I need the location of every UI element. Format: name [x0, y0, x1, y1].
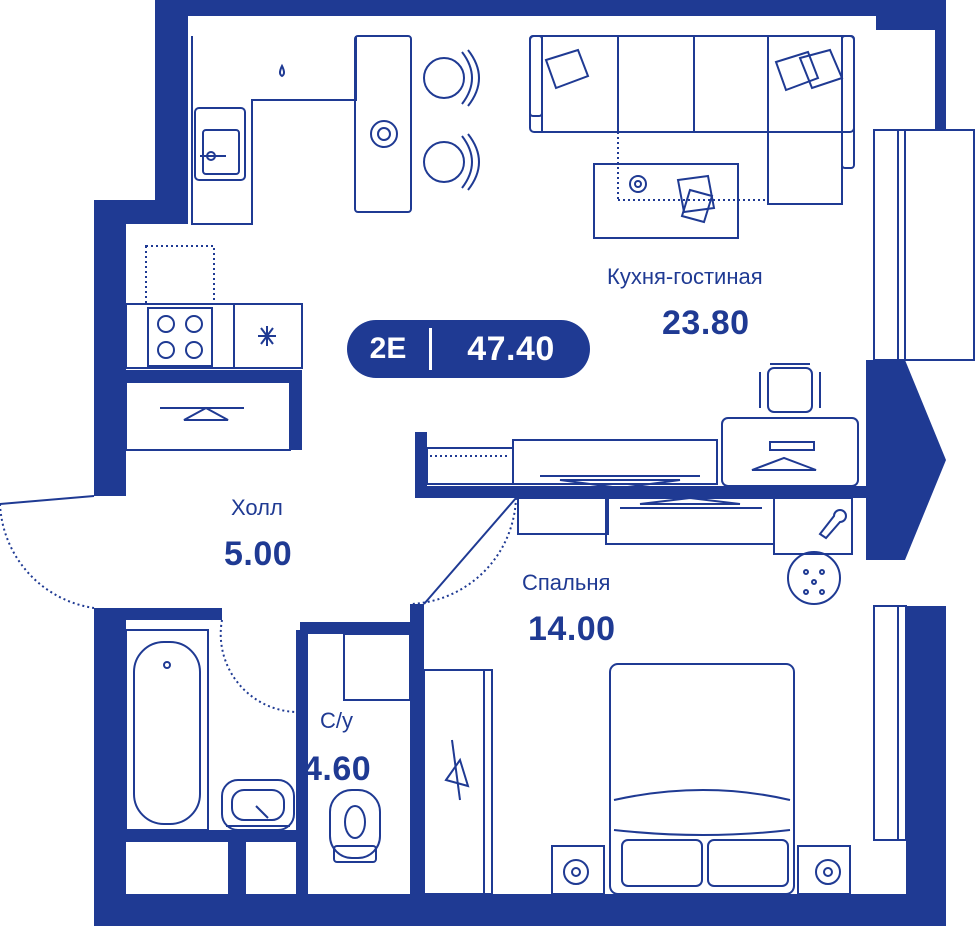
fridge-icon — [258, 326, 276, 346]
bathroom-cabinet — [343, 633, 411, 701]
entrance-door-left — [0, 495, 95, 505]
room-area-bathroom: 4.60 — [303, 750, 372, 788]
wall-corner-bottom-right — [940, 880, 946, 926]
desk-icon — [721, 417, 859, 487]
bed-icon — [551, 663, 851, 895]
wall-bedroom-stub — [415, 432, 427, 498]
entrance-door-right — [423, 497, 517, 605]
wall-hall-wardrobe — [118, 370, 302, 382]
wall-bedroom-top — [415, 486, 866, 498]
stove-icon — [125, 245, 303, 369]
apartment-badge: 2Е 47.40 — [347, 320, 590, 378]
room-name-bedroom: Спальня — [522, 570, 611, 595]
window-top-right — [873, 129, 975, 361]
wall-bath-pillar — [228, 830, 246, 894]
wall-bath-top-left — [118, 608, 222, 620]
apartment-total-area: 47.40 — [467, 329, 555, 368]
sink-icon — [221, 779, 295, 831]
wall-right-lower — [906, 606, 946, 926]
wall-bottom — [94, 894, 946, 926]
room-name-bathroom: С/у — [320, 708, 353, 733]
table-icon — [593, 163, 739, 239]
bar-counter — [354, 35, 412, 213]
wall-wardrobe-right — [290, 370, 302, 450]
badge-divider — [429, 328, 432, 370]
wall-left-mid — [94, 200, 126, 496]
wall-bath-top-right — [300, 622, 422, 634]
wall-left-upper — [155, 0, 188, 200]
tv-icon — [426, 439, 718, 490]
wall-right-top — [935, 0, 946, 130]
room-name-kitchen-living: Кухня-гостиная — [607, 264, 763, 289]
apartment-code: 2Е — [369, 332, 407, 365]
bedroom-desk — [517, 496, 853, 605]
bathtub-icon — [125, 629, 209, 831]
wardrobe-icon — [125, 381, 291, 451]
bedroom-wardrobe — [423, 669, 493, 895]
room-name-hall: Холл — [231, 495, 283, 520]
wall-bath-divider — [126, 830, 302, 842]
wall-bath-inner — [296, 630, 308, 894]
hanger-icon — [183, 406, 229, 421]
window-bottom-right — [873, 605, 907, 841]
chair-icon — [759, 363, 821, 413]
kitchen-counter — [191, 36, 357, 225]
room-area-bedroom: 14.00 — [528, 610, 616, 648]
wall-right-pier — [866, 360, 946, 560]
toilet-icon — [329, 789, 381, 863]
door-swings — [0, 497, 517, 713]
sofa-icon — [529, 35, 855, 205]
room-area-hall: 5.00 — [224, 535, 293, 573]
water-drop-icon — [279, 63, 285, 78]
walls — [94, 0, 946, 926]
wall-left-lower — [94, 608, 126, 926]
room-area-kitchen-living: 23.80 — [662, 304, 750, 342]
wall-top — [155, 0, 946, 36]
bar-stool-icon — [423, 49, 480, 191]
wall-bedroom-left — [410, 604, 424, 894]
